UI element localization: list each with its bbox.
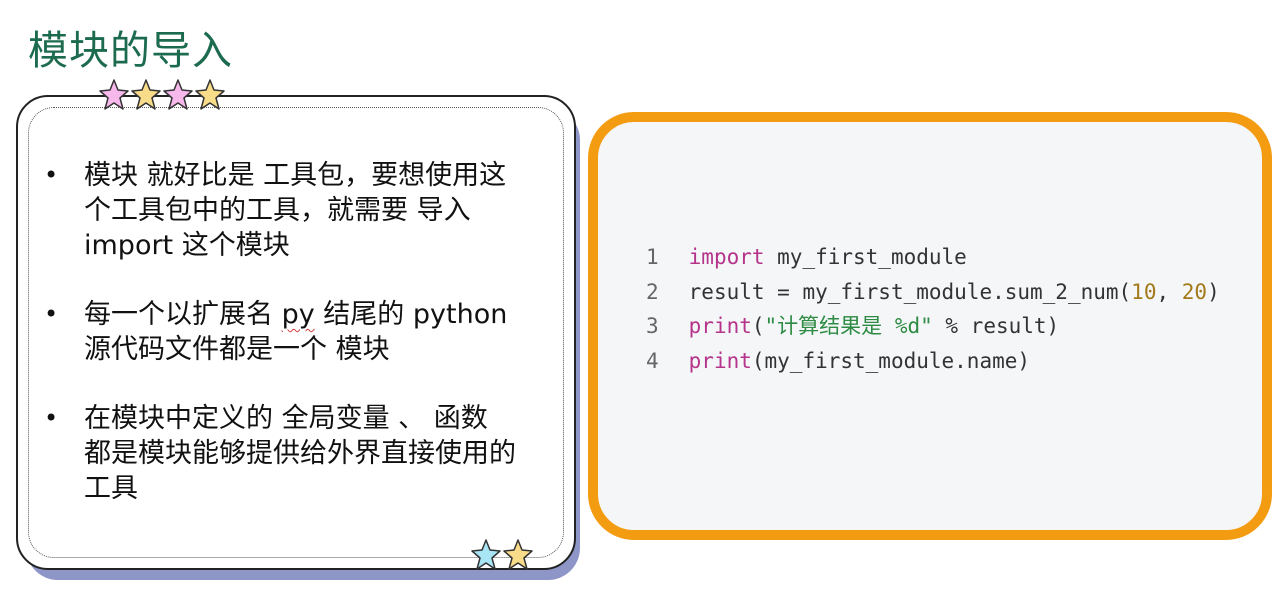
bullet-text-segment: 结尾的 python <box>314 299 508 330</box>
code-keyword: print <box>688 348 752 373</box>
code-frame: 1 import my_first_module 2 result = my_f… <box>588 112 1272 540</box>
bullet-text-line: 在模块中定义的 全局变量 、 函数 <box>84 403 488 434</box>
stars-decoration-bottom <box>470 538 534 572</box>
bullet-item: • 在模块中定义的 全局变量 、 函数 都是模块能够提供给外界直接使用的 工具 <box>42 401 542 506</box>
bullet-text-line: 模块 就好比是 工具包，要想使用这 <box>84 160 507 191</box>
bullet-text-line: 都是模块能够提供给外界直接使用的 <box>84 438 516 469</box>
pink-star-icon <box>99 79 129 110</box>
code-line: 2 result = my_first_module.sum_2_num(10,… <box>646 275 1220 310</box>
line-number: 2 <box>646 279 659 304</box>
code-block: 1 import my_first_module 2 result = my_f… <box>646 240 1220 378</box>
bullet-dot: • <box>44 404 59 432</box>
notes-card <box>16 95 576 570</box>
card-inner-border <box>28 107 564 558</box>
bullet-item: • 每一个以扩展名 py 结尾的 python 源代码文件都是一个 模块 <box>42 297 542 367</box>
code-text: result = my_first_module.sum_2_num( <box>688 279 1132 304</box>
spellcheck-word: py <box>281 299 315 330</box>
yellow-star-icon <box>195 79 225 110</box>
line-number: 3 <box>646 314 659 338</box>
yellow-star-icon <box>131 79 161 110</box>
bullet-list: • 模块 就好比是 工具包，要想使用这 个工具包中的工具，就需要 导入 impo… <box>42 158 542 540</box>
code-number: 20 <box>1181 279 1208 304</box>
bullet-dot: • <box>44 300 59 328</box>
code-text: (my_first_module.name) <box>751 348 1031 373</box>
code-keyword: import <box>688 245 765 269</box>
code-text: % result) <box>932 314 1060 338</box>
cyan-star-icon <box>471 539 501 570</box>
bullet-text-line: 个工具包中的工具，就需要 导入 <box>84 195 471 226</box>
bullet-text-line: import 这个模块 <box>84 230 290 261</box>
code-number: 10 <box>1131 279 1157 304</box>
bullet-text-line: 源代码文件都是一个 模块 <box>84 334 390 365</box>
code-text: my_first_module <box>764 245 967 269</box>
code-keyword: print <box>688 314 752 338</box>
page-title: 模块的导入 <box>28 28 233 74</box>
code-text: , <box>1156 279 1182 304</box>
bullet-text-line: 每一个以扩展名 py 结尾的 python <box>84 297 542 332</box>
code-line: 4 print(my_first_module.name) <box>646 344 1220 379</box>
code-text: ) <box>1207 279 1220 304</box>
bullet-text-segment: 每一个以扩展名 <box>84 299 282 330</box>
bullet-text-line: 工具 <box>84 473 138 504</box>
bullet-item: • 模块 就好比是 工具包，要想使用这 个工具包中的工具，就需要 导入 impo… <box>42 158 542 263</box>
pink-star-icon <box>163 79 193 110</box>
stars-decoration-top <box>98 78 226 112</box>
code-line: 3 print("计算结果是 %d" % result) <box>646 309 1220 344</box>
bullet-dot: • <box>44 161 59 189</box>
yellow-star-icon <box>503 539 533 570</box>
code-line: 1 import my_first_module <box>646 240 1220 275</box>
line-number: 1 <box>646 245 659 269</box>
line-number: 4 <box>646 348 659 373</box>
code-text: ( <box>751 314 765 338</box>
code-string: "计算结果是 %d" <box>764 314 933 338</box>
